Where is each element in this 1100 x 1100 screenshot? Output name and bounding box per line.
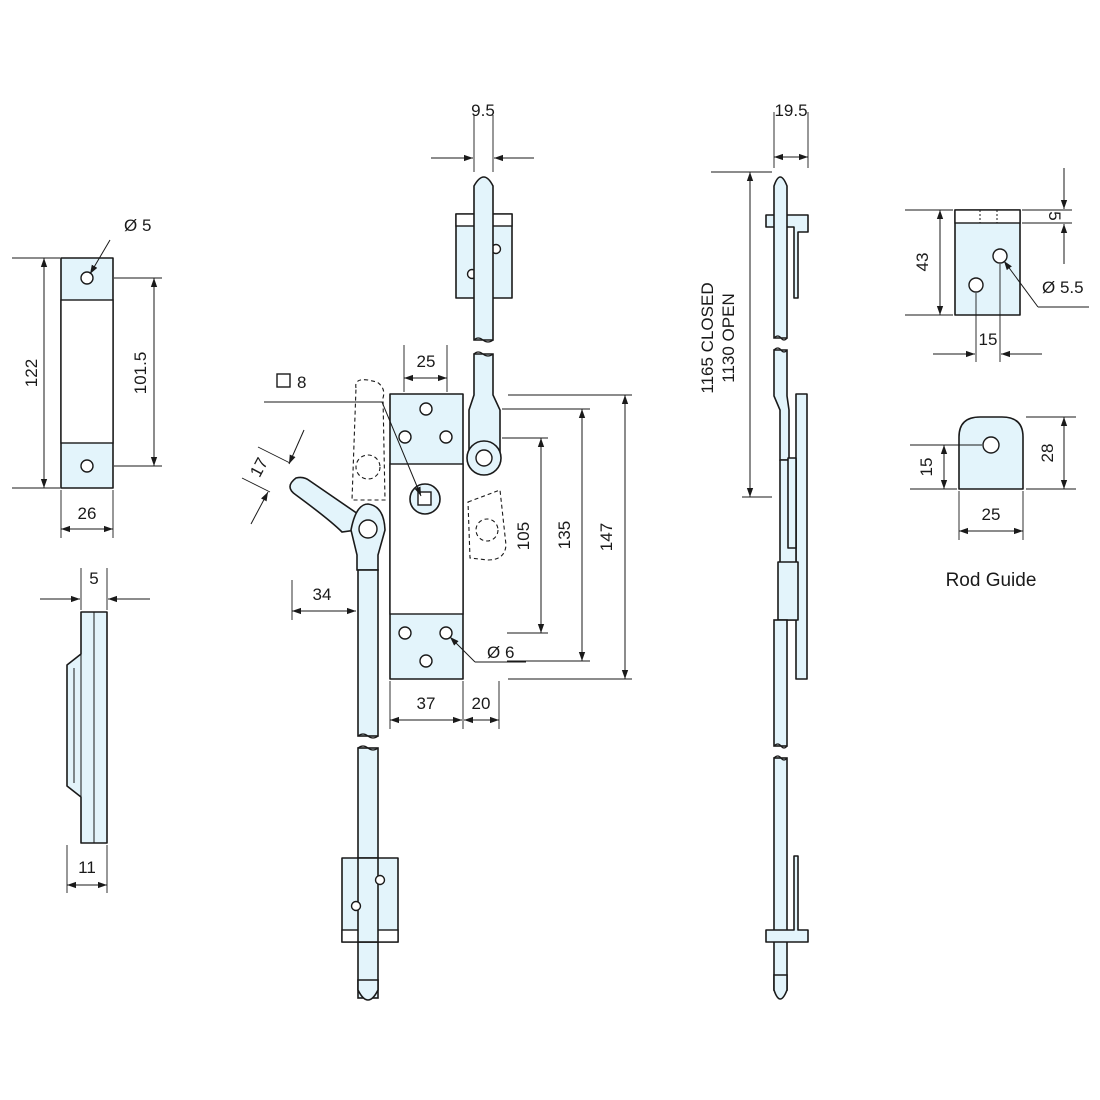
rod-guide-hole — [968, 277, 984, 293]
keeper-face — [60, 299, 114, 444]
top-rod-end — [473, 176, 494, 341]
side-bottom-rod-tip — [773, 974, 788, 1000]
rod-guide-detail: 5 43 Ø 5.5 15 15 28 25 Rod Guide — [905, 168, 1089, 591]
handle-width-label: 17 — [246, 455, 272, 481]
break-mark — [357, 733, 379, 751]
plate-hole — [419, 402, 433, 416]
plate-top-width-label: 25 — [417, 352, 436, 371]
rod-guide-top-lip — [954, 209, 1021, 224]
guide-hole — [350, 900, 362, 912]
handle-offset-label: 34 — [313, 585, 332, 604]
link-open-ghost — [467, 489, 507, 561]
link-open-ghost-pivot — [475, 518, 499, 542]
keeper-hole-dia-label: Ø 5 — [124, 216, 151, 235]
top-link-pin — [475, 449, 493, 467]
bottom-rod — [357, 569, 379, 737]
rod-guide-end-width-label: 25 — [982, 505, 1001, 524]
side-mechanism-inner — [787, 457, 797, 549]
square-leader — [264, 401, 422, 497]
bottom-rod-tip — [357, 979, 379, 1001]
rod-guide-front — [954, 209, 1021, 316]
ext-line — [257, 446, 291, 464]
handle-width-dim — [250, 491, 269, 525]
height-147-label: 147 — [597, 523, 616, 551]
side-handle-block — [777, 561, 799, 621]
keeper-bottom-hole — [80, 459, 94, 473]
keeper-hole-leader — [89, 239, 111, 275]
handle-width-dim — [288, 429, 305, 465]
break-mark — [773, 335, 788, 353]
rod-dia-label: 9.5 — [471, 101, 495, 120]
keeper-thickness-label: 5 — [89, 569, 98, 588]
lug-width-label: 20 — [472, 694, 491, 713]
espagnolette-side-view: 19.5 1165 CLOSED 1130 OPEN — [698, 101, 809, 1000]
spindle-square — [417, 491, 432, 506]
plate-hole — [398, 430, 412, 444]
handle-open-ghost-pivot — [355, 454, 381, 480]
keeper-width-label: 26 — [78, 504, 97, 523]
plate-hole — [439, 430, 453, 444]
rod-guide-height-label: 43 — [913, 253, 932, 272]
pitch-105-label: 105 — [514, 522, 533, 550]
length-closed-label: 1165 CLOSED — [698, 282, 717, 393]
rod-guide-end-hole — [982, 436, 1000, 454]
keeper-side-profile — [66, 611, 108, 844]
plate-hole — [398, 626, 412, 640]
guide-hole — [374, 874, 386, 886]
rod-guide-hole-label: Ø 5.5 — [1042, 278, 1084, 297]
handle-pin — [358, 519, 378, 539]
side-bottom-rod — [773, 619, 788, 747]
keeper-side-crank — [73, 654, 82, 797]
handle-lever — [289, 476, 359, 533]
rod-guide-hole-leader — [1003, 260, 1039, 308]
plate-hole — [439, 626, 453, 640]
plate-hole-leader — [449, 636, 476, 663]
top-rod-link — [468, 353, 501, 456]
side-projection-label: 19.5 — [774, 101, 807, 120]
plate-hole-dia-label: Ø 6 — [487, 643, 514, 662]
rod-guide-top-label: 5 — [1045, 211, 1064, 220]
espagnolette-front-view: 8 9.5 25 17 34 — [241, 101, 632, 1001]
handle-open-ghost — [351, 379, 386, 501]
keeper-side-view: 5 11 — [40, 568, 150, 893]
side-bottom-rod-end — [773, 757, 788, 991]
length-open-label: 1130 OPEN — [719, 293, 738, 382]
plate-hole — [419, 654, 433, 668]
keeper-top-hole — [80, 271, 94, 285]
plate-width-label: 37 — [417, 694, 436, 713]
rod-guide-caption: Rod Guide — [946, 570, 1037, 591]
side-bottom-guide — [765, 855, 809, 943]
pitch-135-label: 135 — [555, 521, 574, 549]
square-size-label: 8 — [297, 373, 306, 392]
rod-guide-offset-label: 15 — [979, 330, 998, 349]
rod-guide-hole — [992, 248, 1008, 264]
rod-guide-end-hole-label: 15 — [917, 458, 936, 477]
side-plate — [795, 393, 808, 680]
keeper-pitch-label: 101.5 — [131, 352, 150, 395]
break-mark — [773, 743, 788, 761]
keeper-front-view: Ø 5 122 101.5 26 — [12, 216, 162, 538]
break-mark — [473, 337, 494, 357]
ext-line — [241, 477, 271, 493]
keeper-depth-label: 11 — [78, 858, 96, 877]
side-top-link — [773, 349, 790, 461]
side-top-rod — [773, 176, 788, 339]
bottom-rod-in-guide — [357, 857, 379, 943]
square-symbol-icon — [276, 373, 291, 388]
rod-guide-end-height-label: 28 — [1038, 444, 1057, 463]
keeper-height-label: 122 — [22, 359, 41, 387]
